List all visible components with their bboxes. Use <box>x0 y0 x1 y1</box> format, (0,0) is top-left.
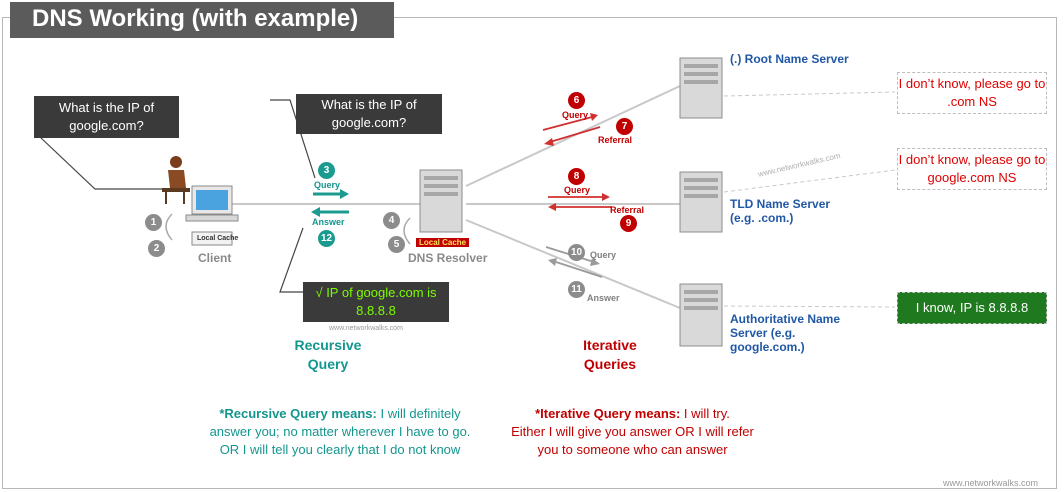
query-label-10: Query <box>590 250 617 260</box>
diagram-frame <box>2 17 1057 489</box>
step-badge-12: 12 <box>318 230 335 247</box>
query-label-6: Query <box>562 110 589 120</box>
resolver-callout-line <box>270 99 316 179</box>
answer-arrow-12 <box>311 207 349 217</box>
recursive-definition-line2: answer you; no matter wherever I have to… <box>209 424 471 439</box>
root-server-icon <box>679 57 723 119</box>
resolver-auth-link <box>465 219 681 309</box>
tld-reply-line <box>723 169 896 193</box>
iterative-definition-line2: Either I will give you answer OR I will … <box>511 424 754 439</box>
step-badge-5: 5 <box>388 236 405 253</box>
step-badge-7: 7 <box>616 118 633 135</box>
step-badge-11: 11 <box>568 281 585 298</box>
root-reply-line <box>723 91 896 97</box>
client-cache-label: Local Cache <box>197 235 239 242</box>
watermark-corner: www.networkwalks.com <box>943 478 1039 488</box>
step-badge-6: 6 <box>568 92 585 109</box>
answer-label-11: Answer <box>587 293 620 303</box>
resolver-cache-label: Local Cache <box>416 238 470 247</box>
iterative-definition: *Iterative Query means: I will try. Eith… <box>490 405 775 459</box>
watermark-mid: www.networkwalks.com <box>329 325 403 332</box>
referral-arrow-7 <box>544 126 601 146</box>
tld-server-label: TLD Name Server (e.g. .com.) <box>730 197 831 225</box>
computer-icon <box>185 185 239 246</box>
query-label-3: Query <box>314 180 341 190</box>
step-badge-10: 10 <box>568 244 585 261</box>
resolver-server-icon <box>419 169 463 233</box>
root-reply-box: I don’t know, please go to .com NS <box>897 72 1047 114</box>
auth-server-label: Authoritative Name Server (e.g. google.c… <box>730 312 841 354</box>
answer-label-12: Answer <box>312 217 345 227</box>
recursive-definition-body1: I will definitely <box>376 406 461 421</box>
client-cache-loop-arrow <box>165 213 173 241</box>
recursive-definition-line3: OR I will tell you clearly that I do not… <box>219 442 461 457</box>
query-arrow-3 <box>313 189 349 199</box>
query-label-8: Query <box>564 185 591 195</box>
iterative-definition-head: *Iterative Query means: <box>535 406 681 421</box>
referral-label-9: Referral <box>610 205 645 215</box>
resolver-question-box: What is the IP of google.com? <box>296 94 442 134</box>
query-arrow-8 <box>548 193 610 201</box>
referral-arrow-9 <box>548 203 612 211</box>
page-title: DNS Working (with example) <box>32 5 359 32</box>
recursive-definition-head: *Recursive Query means: <box>219 406 377 421</box>
step-badge-8: 8 <box>568 168 585 185</box>
step-badge-4: 4 <box>383 212 400 229</box>
title-bar: DNS Working (with example) <box>10 2 394 38</box>
recursive-definition-line1: *Recursive Query means: I will definitel… <box>190 405 490 423</box>
iterative-queries-label: Iterative Queries <box>583 337 637 372</box>
iterative-definition-line3: you to someone who can answer <box>537 442 728 457</box>
client-callout-line <box>39 136 162 190</box>
auth-reply-box: I know, IP is 8.8.8.8 <box>897 292 1047 324</box>
person-icon <box>162 156 190 204</box>
query-arrow-6 <box>542 113 598 131</box>
client-question-box: What is the IP of google.com? <box>34 96 179 138</box>
resolver-answer-box: √ IP of google.com is 8.8.8.8 <box>303 282 449 322</box>
recursive-query-label: Recursive Query <box>294 337 362 372</box>
auth-server-icon <box>679 283 723 347</box>
referral-label-7: Referral <box>598 135 633 145</box>
iterative-definition-body1: I will try. <box>680 406 730 421</box>
answer-callout-line <box>279 227 305 293</box>
auth-reply-line <box>723 305 896 308</box>
tld-server-icon <box>679 171 723 233</box>
resolver-cache-loop-arrow <box>403 217 411 245</box>
iterative-definition-line1: *Iterative Query means: I will try. <box>490 405 775 423</box>
resolver-label: DNS Resolver <box>408 251 488 265</box>
step-badge-3: 3 <box>318 162 335 179</box>
step-badge-2: 2 <box>148 240 165 257</box>
tld-reply-box: I don’t know, please go to google.com NS <box>897 148 1047 190</box>
step-badge-9: 9 <box>620 215 637 232</box>
root-server-label: (.) Root Name Server <box>730 52 849 66</box>
recursive-definition: *Recursive Query means: I will definitel… <box>190 405 490 459</box>
answer-arrow-11 <box>548 258 603 278</box>
client-label: Client <box>198 251 232 265</box>
step-badge-1: 1 <box>145 214 162 231</box>
